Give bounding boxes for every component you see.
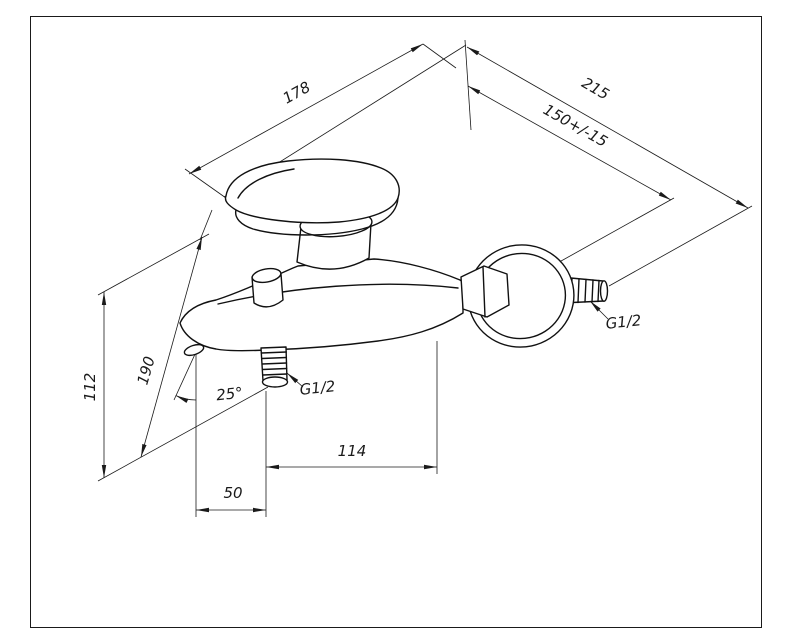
handle-highlight-line bbox=[237, 168, 295, 199]
dim-g12-inlet: G1/2 bbox=[589, 300, 642, 333]
dim-label-215: 215 bbox=[579, 74, 613, 104]
dim-label-g12-outlet: G1/2 bbox=[299, 377, 336, 399]
diverter-knob bbox=[251, 267, 284, 308]
ext-line-215-vertex bbox=[464, 39, 472, 131]
faucet-body bbox=[179, 258, 464, 352]
nipple-thread-line bbox=[591, 279, 594, 303]
ext-line-178-left bbox=[184, 168, 227, 199]
diverter-top bbox=[251, 267, 282, 284]
outlet-thread-line bbox=[261, 367, 288, 371]
outlet-thread-line bbox=[261, 362, 288, 365]
dimension-layer: 178 215 150+/-15 112 190 bbox=[81, 39, 753, 517]
outlet-thread-line bbox=[261, 356, 288, 360]
dim-label-g12-inlet: G1/2 bbox=[605, 311, 642, 333]
dim-label-112: 112 bbox=[81, 373, 99, 402]
ext-line-112-top bbox=[97, 233, 210, 296]
shower-outlet bbox=[260, 346, 289, 388]
nut-edge-line bbox=[482, 266, 486, 318]
outlet-thread-line bbox=[260, 351, 287, 354]
dim-114: 114 bbox=[265, 341, 438, 517]
spout-angle-ray bbox=[173, 351, 197, 401]
dim-label-178: 178 bbox=[280, 78, 314, 108]
dim-150: 150+/-15 bbox=[467, 85, 675, 276]
ext-line-178-right bbox=[422, 43, 457, 69]
dim-label-50: 50 bbox=[223, 484, 242, 502]
dim-line-178 bbox=[188, 43, 424, 175]
nipple-end-cap bbox=[599, 280, 609, 302]
dim-label-190: 190 bbox=[134, 354, 159, 386]
handle-front-band bbox=[234, 197, 399, 236]
handle-top-face bbox=[224, 158, 400, 224]
spout-angle-arc bbox=[175, 395, 197, 403]
dim-25deg: 25° bbox=[173, 351, 244, 405]
outlet-end-cap bbox=[261, 376, 289, 388]
leader-line-inlet bbox=[589, 300, 609, 320]
nipple-thread-line bbox=[577, 278, 580, 304]
dim-50: 50 bbox=[195, 352, 266, 517]
ext-line-215-wall bbox=[608, 205, 753, 287]
dim-label-25deg: 25° bbox=[215, 384, 243, 405]
nipple-thread-line bbox=[584, 278, 587, 303]
dim-line-215 bbox=[466, 46, 749, 209]
nipple-thread-line bbox=[597, 279, 600, 303]
dim-label-150: 150+/-15 bbox=[540, 100, 611, 150]
dim-label-114: 114 bbox=[338, 442, 367, 460]
dim-line-150 bbox=[467, 85, 672, 201]
spout-aerator bbox=[183, 343, 205, 357]
faucet-drawing bbox=[179, 158, 609, 388]
outlet-thread-line bbox=[262, 373, 288, 376]
leader-line-outlet bbox=[286, 372, 304, 388]
lever-handle bbox=[224, 158, 400, 236]
dim-line-190 bbox=[140, 236, 203, 458]
dim-g12-outlet: G1/2 bbox=[286, 372, 336, 399]
drawing-border bbox=[30, 16, 762, 628]
ext-line-190-top bbox=[199, 209, 213, 241]
dim-112: 112 bbox=[81, 233, 269, 482]
body-crease-line bbox=[217, 283, 459, 305]
connection-nut bbox=[460, 265, 510, 318]
